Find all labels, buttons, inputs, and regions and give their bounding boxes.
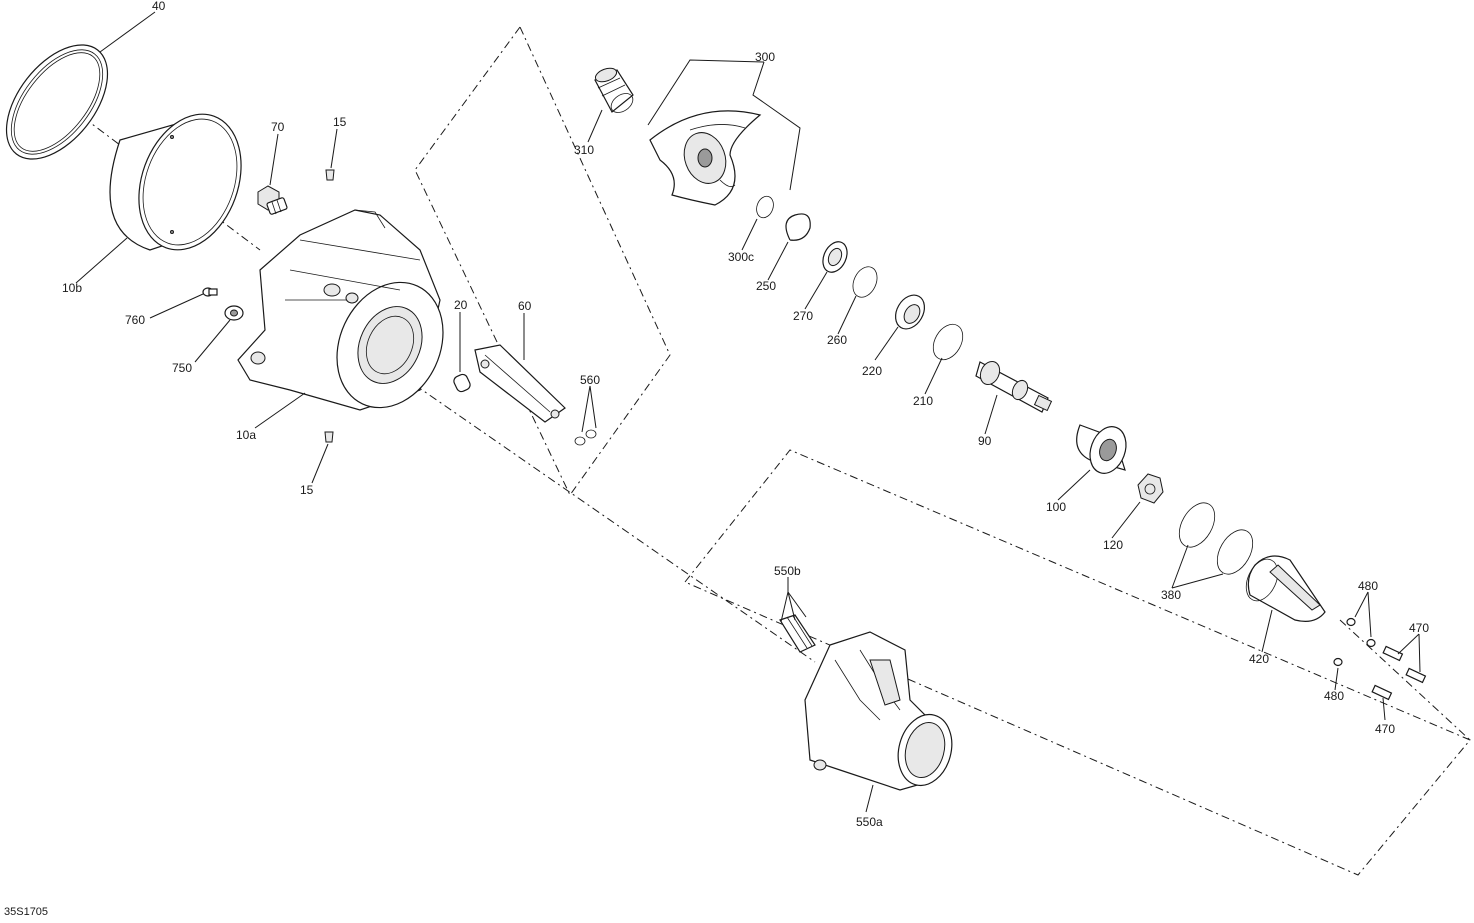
part-15-screw-top <box>325 169 335 181</box>
callout-300: 300 <box>755 50 775 64</box>
part-70-drain-plug <box>257 185 288 215</box>
callout-550a: 550a <box>856 815 883 829</box>
part-270-seal <box>822 241 848 273</box>
part-470-screw-a <box>1382 645 1404 662</box>
callout-15-bottom: 15 <box>300 483 314 497</box>
callout-10a: 10a <box>236 428 256 442</box>
callout-260: 260 <box>827 333 847 347</box>
part-10a-pump-housing <box>237 209 444 411</box>
callout-760: 760 <box>125 313 145 327</box>
part-480-washer-top-a <box>1346 617 1356 627</box>
callout-270: 270 <box>793 309 813 323</box>
part-90-impeller-shaft <box>975 360 1053 413</box>
callout-70: 70 <box>271 120 285 134</box>
callout-10b: 10b <box>62 281 82 295</box>
callout-550b: 550b <box>774 564 801 578</box>
callout-120: 120 <box>1103 538 1123 552</box>
part-260-o-ring <box>852 266 878 298</box>
part-10b-wear-ring <box>109 113 242 251</box>
callout-250: 250 <box>756 279 776 293</box>
part-380-o-rings <box>1178 502 1254 575</box>
part-310-sleeve <box>594 67 634 113</box>
callout-380: 380 <box>1161 588 1181 602</box>
callout-480-top: 480 <box>1358 579 1378 593</box>
part-550a-venturi <box>804 631 953 791</box>
callout-470-top: 470 <box>1409 621 1429 635</box>
part-120-nut <box>1137 473 1164 504</box>
part-550b-anodes <box>779 614 816 653</box>
part-220-seal <box>894 294 926 330</box>
part-300-impeller <box>649 110 762 206</box>
part-760-pin <box>202 287 218 297</box>
callout-300c: 300c <box>728 250 754 264</box>
callout-750: 750 <box>172 361 192 375</box>
part-470-screw-b <box>1405 667 1427 684</box>
leader-lines <box>75 11 1421 813</box>
assembly-axes <box>39 26 1471 876</box>
callout-210: 210 <box>913 394 933 408</box>
callout-15-top: 15 <box>333 115 347 129</box>
part-20-bushing <box>453 373 471 393</box>
part-750-washer <box>224 305 244 321</box>
part-480-washer-bottom <box>1333 657 1343 667</box>
callout-20: 20 <box>454 298 468 312</box>
part-40-clamp-ring <box>5 44 109 160</box>
callout-310: 310 <box>574 143 594 157</box>
part-470-screw-c <box>1371 684 1393 701</box>
part-300c-circlip <box>756 195 774 219</box>
part-15-screw-bottom <box>324 431 334 443</box>
callout-420: 420 <box>1249 652 1269 666</box>
callout-90: 90 <box>978 434 992 448</box>
part-420-cone <box>1245 555 1326 622</box>
part-560-o-rings <box>574 429 597 446</box>
part-100-bearing <box>1076 424 1127 474</box>
callout-60: 60 <box>518 299 532 313</box>
callout-470-bottom: 470 <box>1375 722 1395 736</box>
part-60-support <box>474 344 566 423</box>
part-250-retaining-ring <box>785 213 811 241</box>
drawing-reference-code: 35S1705 <box>4 906 49 918</box>
part-480-washer-top-b <box>1366 638 1376 648</box>
callout-40: 40 <box>152 0 166 13</box>
callout-labels: 40 10b 70 15 760 750 10a 15 20 60 560 31… <box>62 0 1429 829</box>
callout-220: 220 <box>862 364 882 378</box>
callout-480-bottom: 480 <box>1324 689 1344 703</box>
callout-100: 100 <box>1046 500 1066 514</box>
part-210-o-ring <box>932 323 964 361</box>
callout-560: 560 <box>580 373 600 387</box>
